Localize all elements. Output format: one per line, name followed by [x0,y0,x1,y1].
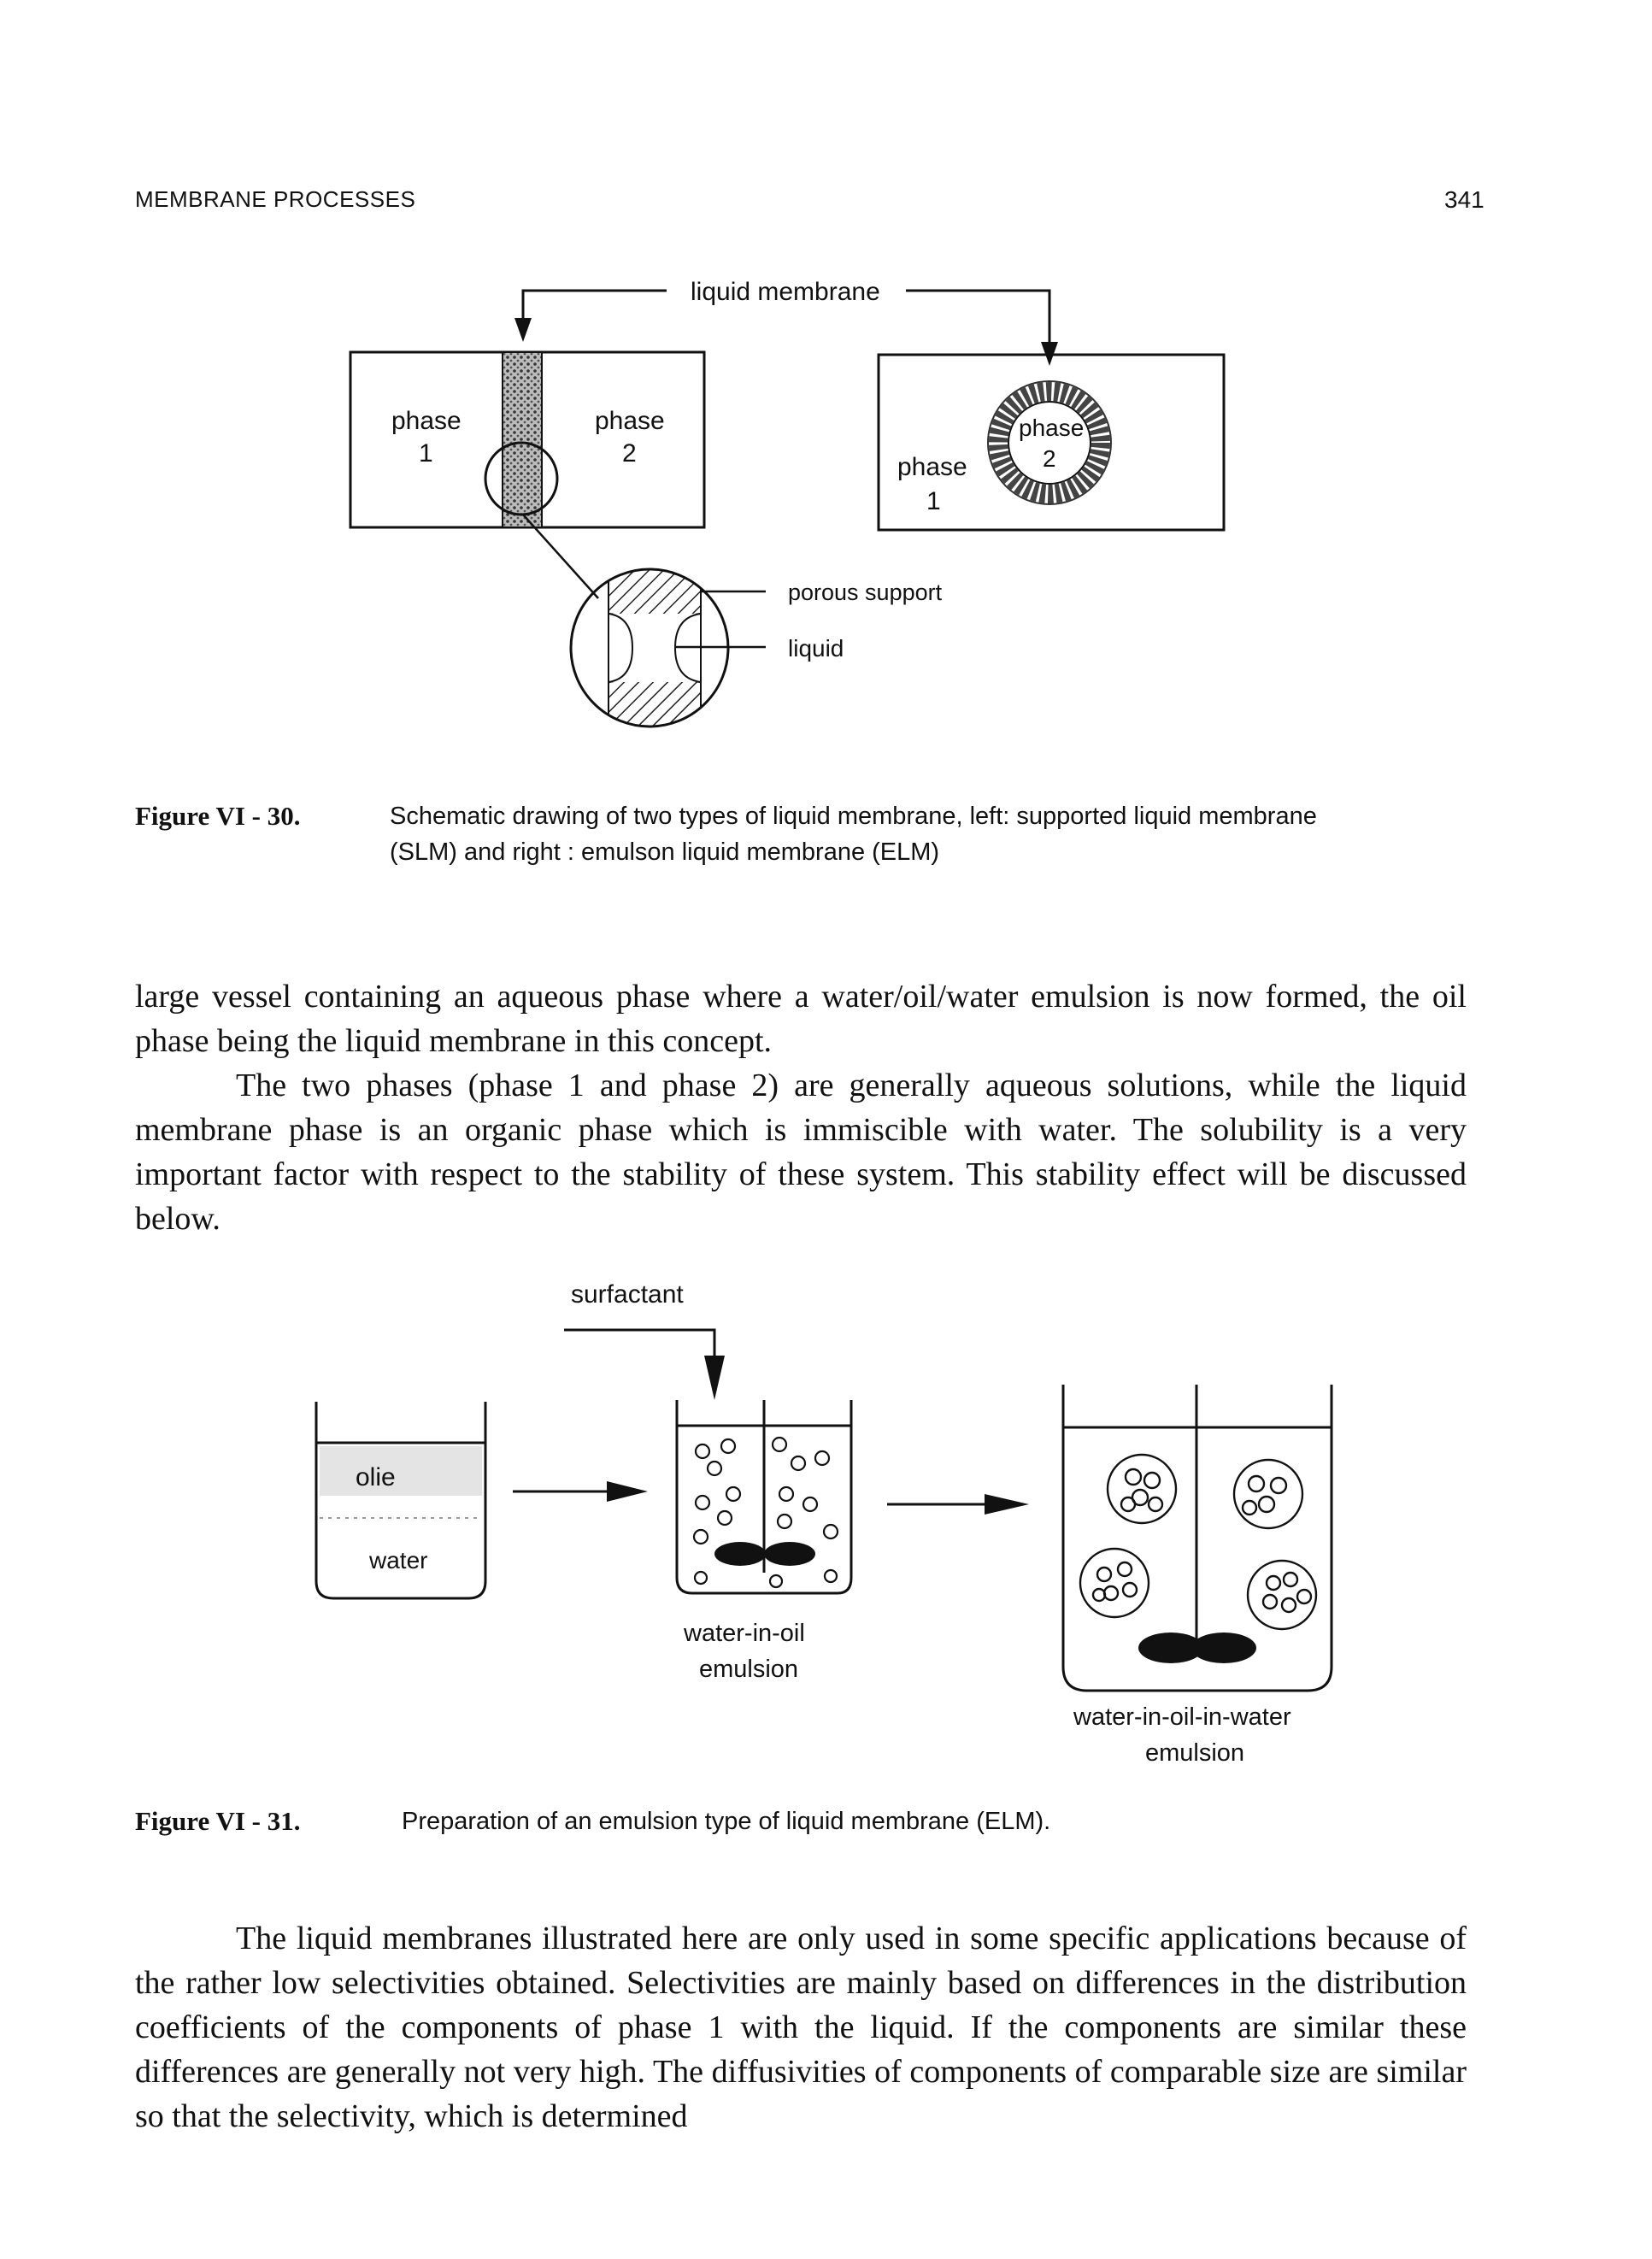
water-in-oil-in-water-label-line1: water-in-oil-in-water [1073,1703,1291,1731]
liquid-membrane-label: liquid membrane [691,278,880,306]
elm-droplet-outer [987,380,1112,505]
body-text-line: The two phases (phase 1 and phase 2) are… [135,1068,1467,1237]
surfactant-arrow [564,1328,725,1400]
slm-zoom-circle [484,441,559,516]
figure-31-caption-label: Figure VI - 31. [135,1806,301,1836]
beaker-water-in-oil [675,1400,853,1595]
arrow-2 [887,1494,1029,1515]
body-text-line: The liquid membranes illustrated here ar… [135,1921,1467,2134]
running-header: MEMBRANE PROCESSES [135,186,416,212]
slm-phase1-number: 1 [419,439,433,468]
slm-phase2-label: phase [595,407,665,435]
porous-support-detail [569,568,766,728]
arrow-1 [513,1481,648,1502]
porous-support-label: porous support [788,579,943,605]
figure-31-diagram: olie water surfactant water-in-oil emuls… [315,1280,1333,1767]
page-number: 341 [1444,186,1484,213]
elm-phase2-label: phase [1019,415,1084,441]
slm-phase2-number: 2 [622,439,637,468]
elm-phase2-number: 2 [1043,445,1056,472]
elm-phase1-label: phase [897,453,967,481]
olie-label: olie [356,1463,396,1491]
figure-30-diagram: liquid membrane phase 1 phase 2 porous s… [349,278,1226,728]
figure-30-caption-label: Figure VI - 30. [135,801,301,831]
figure-31-caption-text: Preparation of an emulsion type of liqui… [402,1808,1051,1835]
figure-30-caption-line1: Schematic drawing of two types of liquid… [390,803,1317,830]
slm-membrane [502,351,543,528]
figure-30-caption: Figure VI - 30. Schematic drawing of two… [135,798,1468,866]
beaker-oil-water [315,1402,487,1600]
body-text-line: large vessel containing an aqueous phase… [135,979,1467,1059]
liquid-label: liquid [788,635,844,662]
elm-droplet-membrane [989,382,1110,503]
surfactant-label: surfactant [571,1280,684,1309]
zoom-leader-line [522,514,599,599]
slm-phase1-label: phase [391,407,462,435]
body-paragraph-1: large vessel containing an aqueous phase… [135,974,1467,1241]
water-in-oil-label-line1: water-in-oil [683,1620,805,1647]
elm-droplet-inner [1008,401,1091,485]
beaker-water-in-oil-in-water [1061,1385,1333,1692]
elm-phase1-number: 1 [926,487,941,515]
body-paragraph-2: The liquid membranes illustrated here ar… [135,1916,1467,2138]
water-label: water [368,1547,427,1574]
figure-30-caption-line2: (SLM) and right : emulson liquid membran… [390,838,940,866]
water-in-oil-label-line2: emulsion [699,1656,798,1683]
water-in-oil-in-water-label-line2: emulsion [1145,1739,1244,1767]
figure-31-caption: Figure VI - 31. Preparation of an emulsi… [135,1803,1468,1840]
elm-box [877,353,1226,532]
